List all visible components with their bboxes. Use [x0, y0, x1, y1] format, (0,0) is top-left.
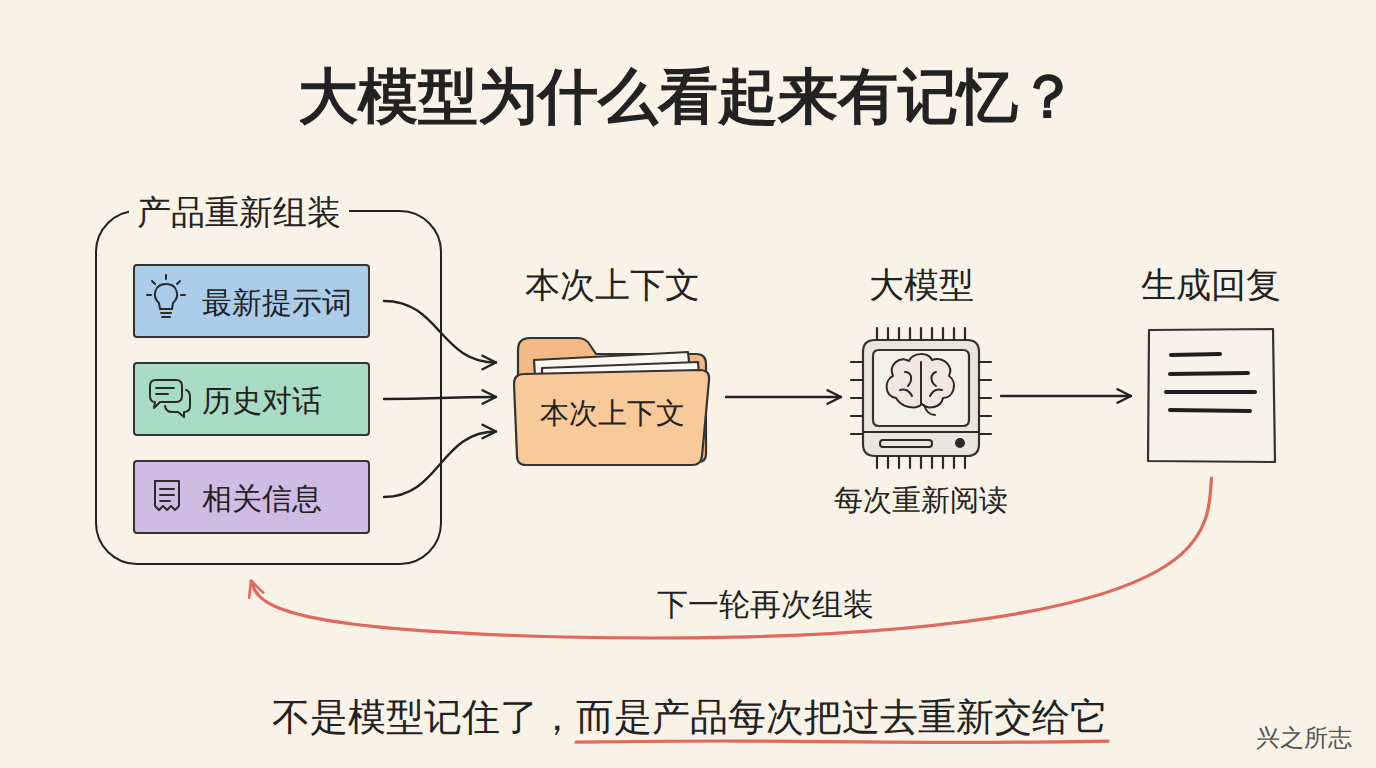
chat-bubble: [150, 380, 182, 408]
input-box: 相关信息: [133, 460, 370, 534]
receipt-outline: [155, 481, 179, 510]
stage-heading: 生成回复: [1141, 264, 1281, 306]
input-box: 最新提示词: [133, 264, 370, 338]
diagram-caption: 不是模型记住了，而是产品每次把过去重新交给它: [272, 695, 1108, 741]
reply-line: [1170, 373, 1248, 374]
node-outline: [1145, 326, 1278, 464]
reply-line: [1171, 354, 1220, 355]
model-note: 每次重新阅读: [834, 483, 1008, 518]
chat-icon: [150, 380, 190, 417]
flow-arrow: [384, 397, 496, 399]
input-box: 历史对话: [133, 362, 370, 436]
chat-lines: [156, 388, 174, 394]
document-icon: [155, 481, 179, 510]
edge-label: 下一轮再次组装: [657, 586, 874, 623]
receipt-lines: [160, 489, 174, 501]
input-label: 最新提示词: [202, 285, 352, 321]
watermark: 兴之所志: [1256, 724, 1352, 753]
group-container: 产品重新组装最新提示词历史对话相关信息: [95, 210, 442, 565]
chip-led: [956, 439, 964, 447]
flow-arrow: [384, 301, 496, 363]
brain-icon: [887, 354, 954, 415]
chip-pins-top: [877, 328, 965, 340]
brain-outline: [887, 354, 954, 407]
chip-slot: [880, 440, 932, 447]
outline-part: [863, 340, 979, 456]
reply-line: [1166, 390, 1255, 394]
chip-base: [864, 432, 978, 447]
flow-arrow: [1001, 395, 1131, 397]
folder-label: 本次上下文: [540, 396, 685, 431]
chip-pins-bottom: [877, 456, 965, 468]
brain-stem: [924, 405, 935, 415]
stage-heading: 本次上下文: [525, 264, 700, 306]
node-outline: [855, 328, 987, 466]
bulb-rays: [147, 275, 185, 295]
input-label: 历史对话: [202, 383, 322, 419]
outline-part: [514, 370, 709, 465]
flow-arrow: [384, 432, 496, 498]
flow-arrow: [726, 396, 841, 398]
outline-part: [873, 350, 969, 426]
feedback-arrow: [251, 478, 1211, 638]
chip-pins-left: [851, 362, 863, 434]
reply-text-lines: [1166, 354, 1255, 411]
chat-bubble-back: [165, 390, 190, 417]
bulb-glass: [155, 284, 177, 309]
chip-pins: [851, 328, 991, 468]
model-chip: 大模型每次重新阅读: [855, 328, 987, 466]
chip-divider: [864, 431, 978, 433]
diagram-title: 大模型为什么看起来有记忆？: [298, 60, 1078, 132]
reply-document: 生成回复: [1145, 326, 1278, 464]
context-folder: 本次上下文本次上下文: [512, 328, 712, 466]
caption-underline: [576, 741, 1108, 742]
brain-folds: [900, 362, 942, 404]
chip-pins-right: [979, 362, 991, 434]
bulb-icon: [147, 275, 185, 317]
bulb-base: [161, 313, 171, 317]
reply-line: [1170, 410, 1250, 411]
group-heading: 产品重新组装: [129, 192, 349, 233]
input-label: 相关信息: [202, 481, 322, 517]
outline-part: [1148, 329, 1275, 462]
stage-heading: 大模型: [869, 264, 974, 306]
